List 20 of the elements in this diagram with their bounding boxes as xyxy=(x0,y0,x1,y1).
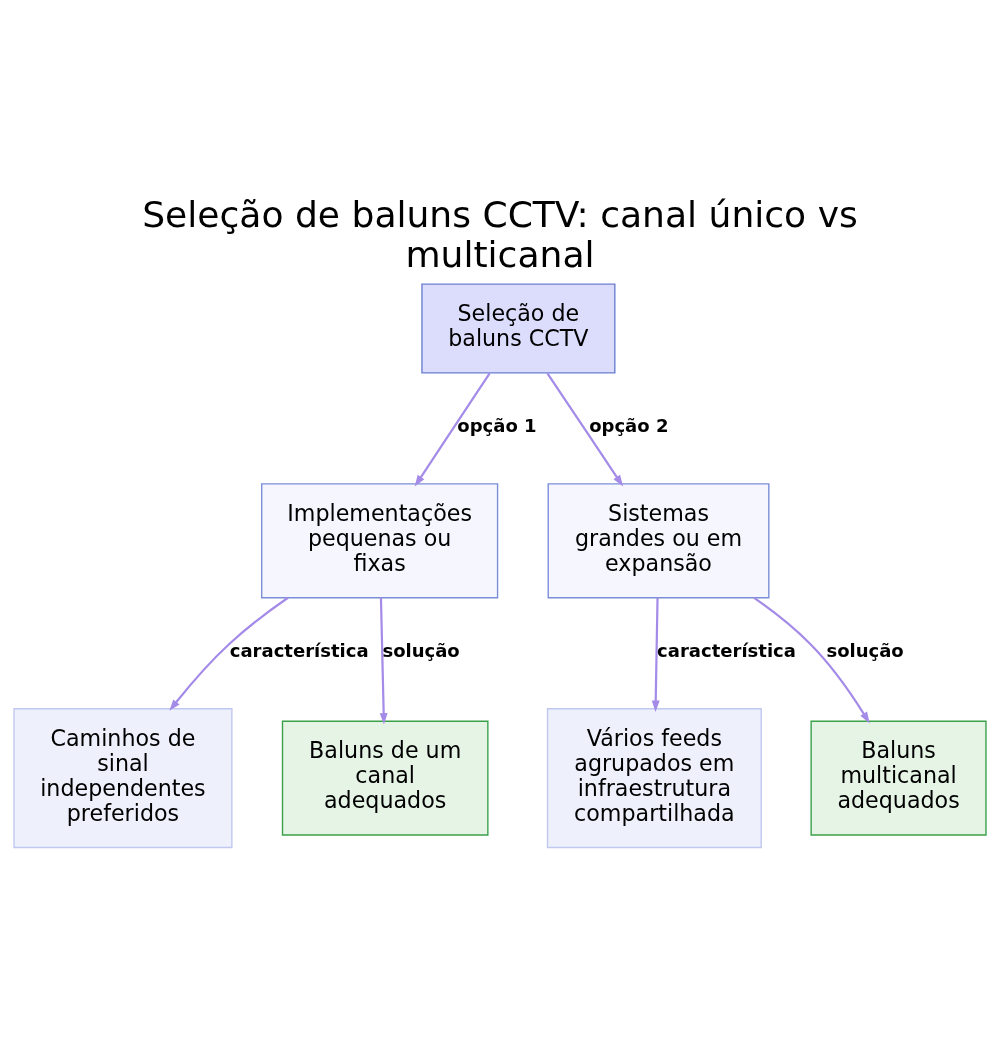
edge-label: característica xyxy=(657,639,796,661)
edge-label: característica xyxy=(229,639,369,661)
arrow xyxy=(169,596,289,711)
node-box: Sistemas grandes ou em expansão xyxy=(547,483,770,599)
edge-label: opção 2 xyxy=(589,414,669,436)
node-box: Caminhos de sinal independentes preferidos xyxy=(13,708,233,849)
node-box: Baluns de um canal adequados xyxy=(281,720,489,836)
arrow xyxy=(546,372,624,487)
edge-label: opção 1 xyxy=(457,414,537,436)
arrow xyxy=(414,372,491,487)
arrow xyxy=(753,597,870,724)
edge-label: solução xyxy=(382,639,460,661)
node-box: Baluns multicanal adequados xyxy=(810,720,987,836)
node-box: Implementações pequenas ou fixas xyxy=(261,483,499,599)
diagram-title: Seleção de baluns CCTV: canal único vs multicanal xyxy=(142,193,858,277)
node-box: Vários feeds agrupados em infraestrutura compartilhada xyxy=(546,708,762,849)
arrow xyxy=(651,597,660,712)
node-box: Seleção de baluns CCTV xyxy=(421,283,616,374)
arrow xyxy=(379,597,388,725)
edge-label: solução xyxy=(826,639,904,661)
